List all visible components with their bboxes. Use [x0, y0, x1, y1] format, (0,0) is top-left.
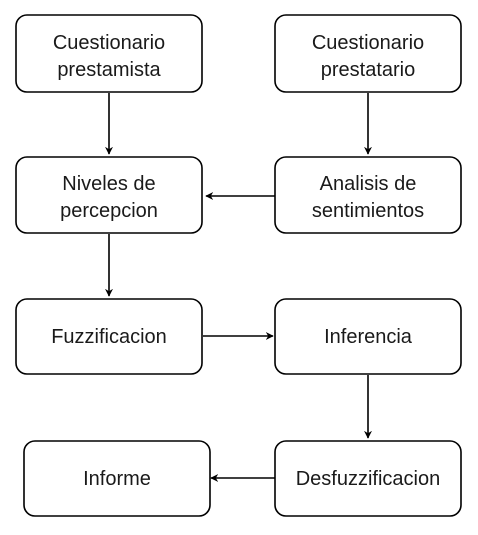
node-label-line: percepcion — [60, 200, 158, 222]
node-fuzzificacion: Fuzzificacion — [15, 298, 203, 375]
node-label-line: prestamista — [57, 59, 161, 81]
node-label-line: sentimientos — [312, 200, 424, 222]
node-label-line: Cuestionario — [312, 32, 424, 54]
node-niveles-de-percepcion: Niveles de percepcion — [15, 156, 203, 234]
node-label-line: Inferencia — [324, 326, 413, 348]
node-label-line: Cuestionario — [53, 32, 165, 54]
node-label-line: prestatario — [321, 59, 416, 81]
node-informe: Informe — [23, 440, 211, 517]
node-inferencia: Inferencia — [274, 298, 462, 375]
node-label-line: Desfuzzificacion — [296, 468, 441, 490]
node-cuestionario-prestatario: Cuestionario prestatario — [274, 14, 462, 93]
node-label-line: Fuzzificacion — [51, 326, 167, 348]
node-label-line: Informe — [83, 468, 151, 490]
node-desfuzzificacion: Desfuzzificacion — [274, 440, 462, 517]
node-label-line: Niveles de — [62, 173, 155, 195]
node-label-line: Analisis de — [320, 173, 417, 195]
node-cuestionario-prestamista: Cuestionario prestamista — [15, 14, 203, 93]
node-analisis-de-sentimientos: Analisis de sentimientos — [274, 156, 462, 234]
